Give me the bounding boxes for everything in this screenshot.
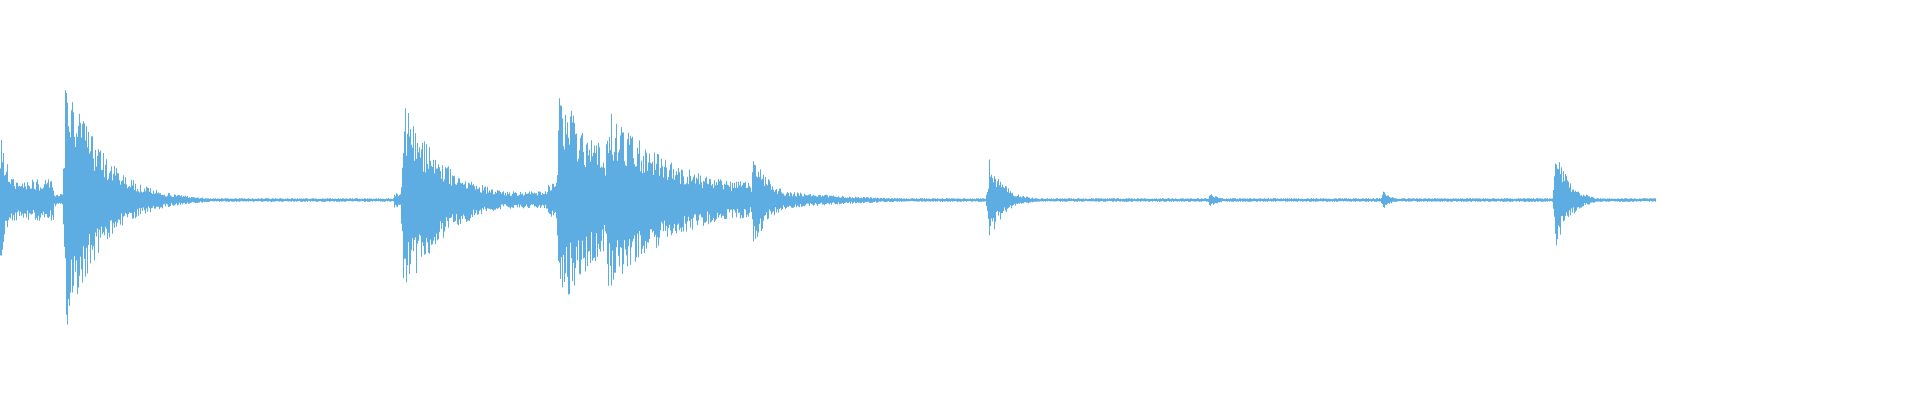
waveform-trace (0, 90, 1656, 325)
